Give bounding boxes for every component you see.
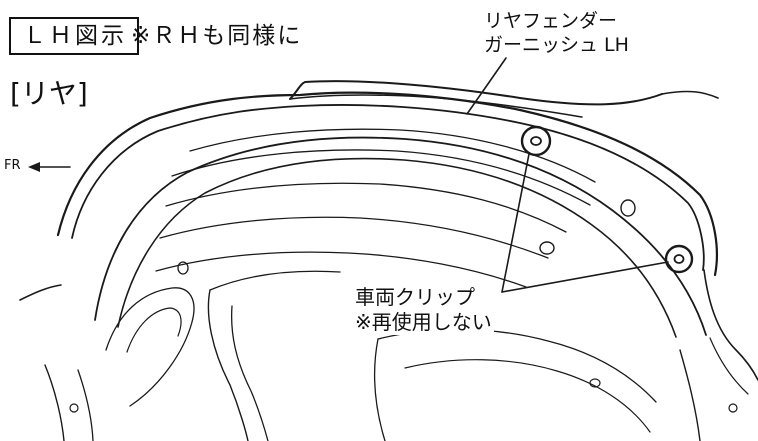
front-arrow-icon — [28, 162, 40, 172]
liner-hole-1 — [539, 241, 555, 255]
body-upper-right — [661, 90, 719, 99]
same-procedure-note: ※ＲＨも同様に — [131, 23, 303, 49]
liner-rim-inner — [117, 157, 677, 338]
liner-hole-6 — [69, 403, 79, 413]
body-left-lower-2 — [77, 369, 94, 441]
view-title: ＬＨ図示 — [9, 17, 139, 56]
body-right-lower-2 — [709, 337, 749, 395]
garnish-inner-edge — [71, 104, 705, 271]
part-name-line-2: ガーニッシュ LH — [484, 34, 629, 56]
clip-mark-upper — [520, 125, 552, 157]
front-direction-label: FR — [4, 158, 21, 173]
liner-rib-1 — [189, 128, 596, 183]
liner-pocket-left — [207, 289, 249, 441]
garnish-outer-edge — [56, 91, 718, 277]
part-name-callout: リヤフェンダー ガーニッシュ LH — [484, 9, 629, 57]
body-left-lower — [44, 364, 65, 441]
liner-pocket-right — [374, 338, 386, 441]
liner-bulge-left — [105, 287, 195, 407]
liner-floor-lower — [404, 359, 651, 433]
liner-hole-4 — [589, 378, 601, 388]
liner-hole-3 — [177, 261, 189, 275]
leader-clip-to-lower — [501, 261, 669, 293]
clip-callout: 車両クリップ ※再使用しない — [353, 285, 494, 335]
position-label: [リヤ] — [10, 77, 88, 110]
liner-rib-5 — [155, 251, 527, 288]
liner-rib-4 — [159, 216, 549, 259]
garnish-lip-line — [289, 94, 583, 118]
liner-rim-outer — [94, 136, 707, 336]
liner-rib-2 — [171, 149, 591, 206]
body-right-panel — [703, 269, 758, 381]
body-right-lower — [679, 349, 701, 441]
clip-mark-lower — [664, 244, 694, 274]
clip-line-1: 車両クリップ — [355, 285, 475, 309]
liner-rib-3 — [165, 182, 567, 233]
liner-pocket-left-inner — [230, 305, 269, 441]
clip-hole-lower — [673, 254, 685, 264]
liner-hole-2 — [620, 199, 636, 217]
leader-clip-to-upper — [501, 153, 530, 293]
liner-bulge-left-inner — [126, 307, 182, 353]
liner-pocket-floor — [377, 328, 657, 403]
liner-pocket-top — [209, 270, 341, 291]
body-left-panel — [19, 284, 62, 301]
wheel-well-drawing — [19, 57, 758, 441]
part-name-line-1: リヤフェンダー — [484, 10, 618, 32]
clip-hole-upper — [530, 136, 542, 146]
clip-line-2: ※再使用しない — [355, 310, 492, 334]
garnish-top-profile — [289, 80, 663, 106]
leader-part-name — [466, 57, 507, 115]
liner-hole-5 — [728, 403, 738, 413]
